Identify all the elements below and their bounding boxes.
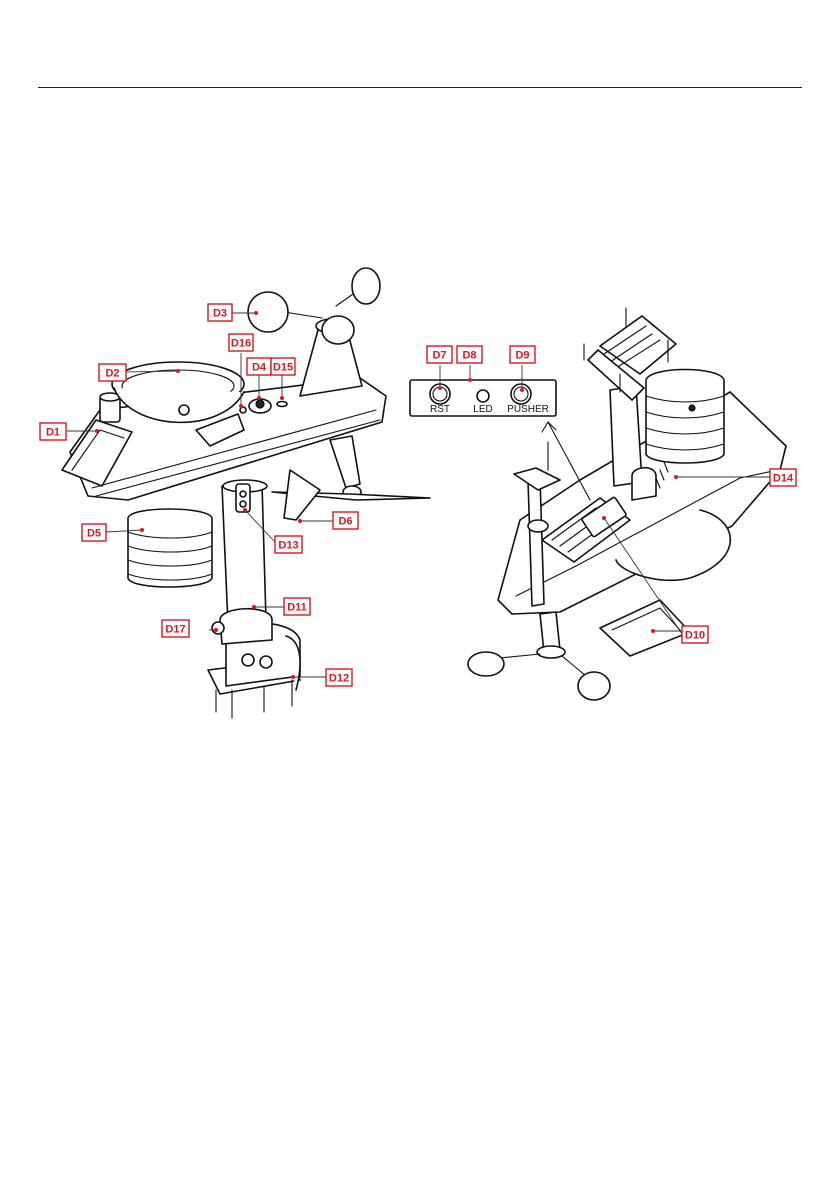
svg-text:D2: D2	[105, 368, 119, 380]
callout-d9: D9	[510, 346, 535, 363]
svg-text:D8: D8	[462, 350, 476, 362]
rst-label: RST	[430, 404, 450, 415]
svg-text:D12: D12	[329, 673, 349, 685]
svg-text:D9: D9	[515, 350, 529, 362]
svg-text:D14: D14	[773, 473, 794, 485]
callout-d14: D14	[770, 469, 796, 486]
callout-d17: D17	[162, 620, 189, 637]
callout-d2: D2	[99, 364, 126, 381]
led-shape	[477, 390, 489, 402]
svg-text:D7: D7	[432, 350, 446, 362]
callout-d12: D12	[326, 669, 352, 686]
svg-text:D16: D16	[231, 338, 251, 350]
svg-text:D17: D17	[165, 624, 185, 636]
svg-text:D15: D15	[273, 362, 293, 374]
svg-text:D6: D6	[338, 516, 352, 528]
svg-text:D11: D11	[287, 602, 307, 614]
svg-text:D5: D5	[87, 528, 101, 540]
svg-text:D1: D1	[46, 427, 60, 439]
svg-text:D4: D4	[252, 362, 267, 374]
callout-d6: D6	[333, 512, 358, 529]
led-label: LED	[473, 404, 492, 415]
callout-d8: D8	[457, 346, 482, 363]
callout-d15: D15	[271, 358, 295, 375]
callout-d10: D10	[682, 626, 708, 643]
svg-text:D3: D3	[213, 308, 227, 320]
callout-d3: D3	[208, 304, 232, 321]
callout-d7: D7	[427, 346, 452, 363]
callout-d16: D16	[229, 334, 253, 351]
callout-d4: D4	[247, 358, 271, 375]
svg-text:D10: D10	[685, 630, 705, 642]
sensor-rear-view: RST LED PUSHER	[410, 308, 786, 700]
pusher-label: PUSHER	[507, 404, 549, 415]
callout-d1: D1	[40, 423, 66, 440]
callout-d11: D11	[284, 598, 310, 615]
callout-d13: D13	[275, 536, 302, 553]
callout-d5: D5	[82, 524, 106, 541]
svg-text:D13: D13	[278, 540, 298, 552]
